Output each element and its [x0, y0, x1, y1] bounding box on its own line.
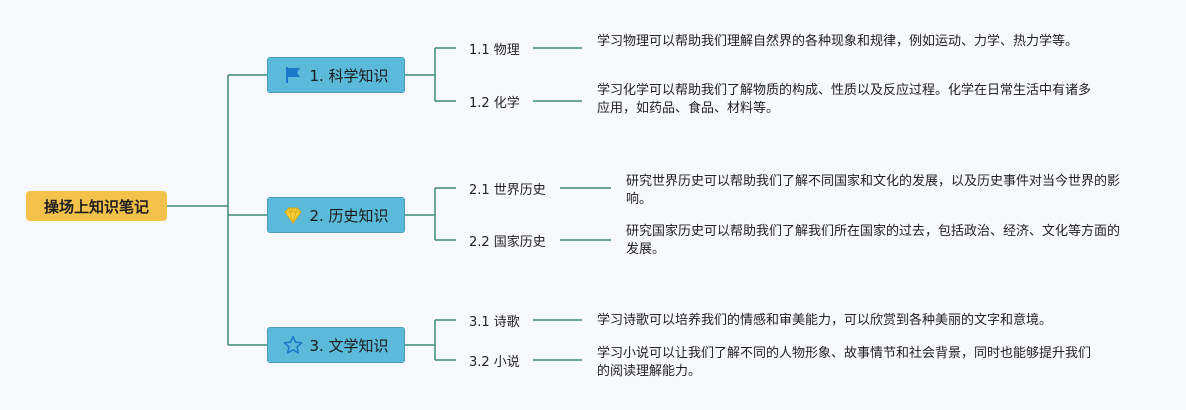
connector-b3-stem [405, 319, 456, 361]
branch-label: 1. 科学知识 [309, 66, 389, 85]
leaf-world-history[interactable]: 2.1 世界历史 [469, 178, 546, 198]
branch-science[interactable]: 1. 科学知识 [267, 57, 405, 93]
leaf-label: 2.1 世界历史 [469, 182, 546, 198]
desc-physics: 学习物理可以帮助我们理解自然界的各种现象和规律，例如运动、力学、热力学等。 [597, 34, 1079, 49]
leaf-label: 3.1 诗歌 [469, 314, 520, 330]
desc-poetry: 学习诗歌可以培养我们的情感和审美能力，可以欣赏到各种美丽的文字和意境。 [597, 313, 1053, 328]
connector-b1-stem [405, 47, 456, 102]
root-label: 操场上知识笔记 [43, 197, 149, 216]
branch-label: 2. 历史知识 [309, 206, 389, 225]
leaf-novel[interactable]: 3.2 小说 [469, 350, 520, 370]
desc-chemistry: 学习化学可以帮助我们了解物质的构成、性质以及反应过程。化学在日常生活中有诸多应用… [597, 83, 1092, 116]
leaf-chemistry[interactable]: 1.2 化学 [469, 91, 520, 111]
branch-label: 3. 文学知识 [309, 336, 389, 355]
branch-literature[interactable]: 3. 文学知识 [267, 327, 405, 363]
leaf-poetry[interactable]: 3.1 诗歌 [469, 310, 520, 330]
connector-b2-stem [405, 187, 456, 241]
desc-world-history: 研究世界历史可以帮助我们了解不同国家和文化的发展，以及历史事件对当今世界的影响。 [626, 174, 1121, 207]
flag-icon [286, 67, 301, 83]
leaf-physics[interactable]: 1.1 物理 [469, 38, 520, 58]
leaf-label: 1.2 化学 [469, 95, 520, 111]
leaf-label: 1.1 物理 [469, 42, 520, 58]
leaf-national-history[interactable]: 2.2 国家历史 [469, 230, 546, 250]
diamond-icon [284, 207, 303, 225]
star-icon [284, 335, 303, 354]
leaf-label: 3.2 小说 [469, 354, 520, 370]
leaf-label: 2.2 国家历史 [469, 234, 546, 250]
root-node[interactable]: 操场上知识笔记 [26, 191, 167, 221]
desc-novel: 学习小说可以让我们了解不同的人物形象、故事情节和社会背景，同时也能够提升我们的阅… [597, 346, 1092, 379]
branch-history[interactable]: 2. 历史知识 [267, 197, 405, 233]
desc-national-history: 研究国家历史可以帮助我们了解我们所在国家的过去，包括政治、经济、文化等方面的发展… [626, 224, 1121, 257]
